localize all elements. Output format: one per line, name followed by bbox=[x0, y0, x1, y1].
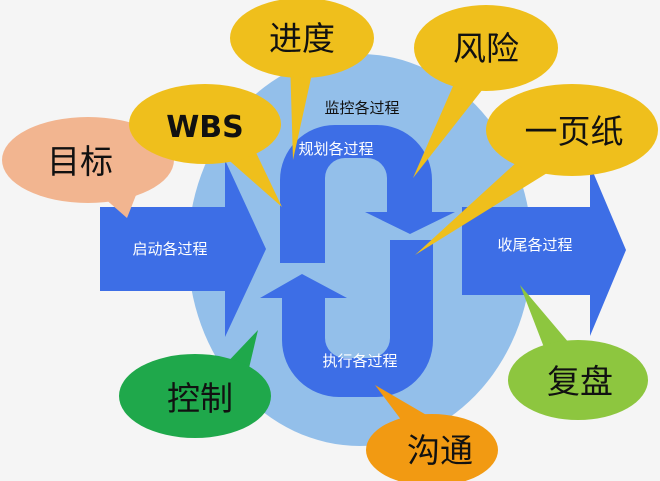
svg-text:沟通: 沟通 bbox=[407, 431, 473, 470]
monitoring-label: 监控各过程 bbox=[324, 99, 399, 117]
svg-text:进度: 进度 bbox=[269, 19, 335, 58]
executing-loop-arrow bbox=[260, 240, 433, 397]
closing-label: 收尾各过程 bbox=[497, 236, 572, 254]
callout-wbs: WBS bbox=[129, 84, 282, 207]
initiating-arrow bbox=[100, 160, 266, 337]
monitoring-circle bbox=[188, 54, 532, 446]
svg-text:一页纸: 一页纸 bbox=[525, 112, 624, 151]
callout-control: 控制 bbox=[119, 330, 271, 438]
svg-text:WBS: WBS bbox=[166, 110, 244, 145]
executing-label: 执行各过程 bbox=[322, 352, 397, 370]
closing-arrow bbox=[462, 165, 626, 336]
initiating-label: 启动各过程 bbox=[132, 240, 207, 258]
callout-review: 复盘 bbox=[508, 285, 648, 420]
planning-loop-arrow bbox=[280, 125, 455, 263]
svg-text:风险: 风险 bbox=[453, 29, 519, 68]
svg-text:复盘: 复盘 bbox=[547, 362, 613, 401]
callout-communication: 沟通 bbox=[366, 385, 498, 481]
callout-one-page: 一页纸 bbox=[415, 84, 658, 255]
svg-text:目标: 目标 bbox=[47, 142, 113, 181]
planning-label: 规划各过程 bbox=[298, 140, 373, 158]
callout-risk: 风险 bbox=[413, 5, 558, 178]
callout-goal: 目标 bbox=[2, 117, 174, 218]
svg-text:控制: 控制 bbox=[167, 379, 233, 418]
callout-schedule: 进度 bbox=[230, 0, 374, 160]
